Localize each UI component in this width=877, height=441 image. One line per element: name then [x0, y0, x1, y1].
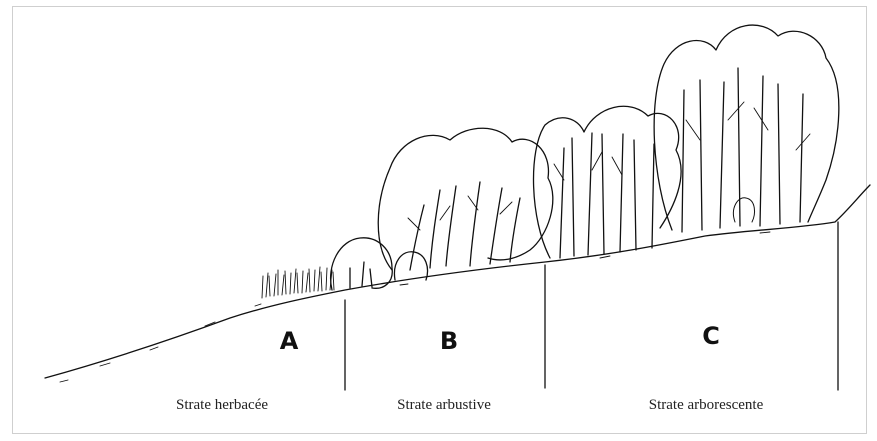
grass-tufts	[261, 266, 335, 299]
zone-letter-a: A	[279, 327, 299, 355]
tall-shrub-group	[377, 127, 554, 271]
zone-label-arborescente: Strate arborescente	[648, 397, 764, 413]
forest-trees-right	[653, 24, 840, 233]
shrubs	[330, 237, 429, 291]
zone-letter-c: C	[702, 322, 720, 350]
figure-frame	[12, 6, 867, 434]
zone-letter-b: B	[439, 327, 459, 355]
forest-trees-left	[532, 105, 682, 259]
zone-label-arbustive: Strate arbustive	[397, 397, 491, 413]
ground-line	[44, 184, 871, 379]
zone-label-herbacee: Strate herbacée	[175, 397, 269, 413]
